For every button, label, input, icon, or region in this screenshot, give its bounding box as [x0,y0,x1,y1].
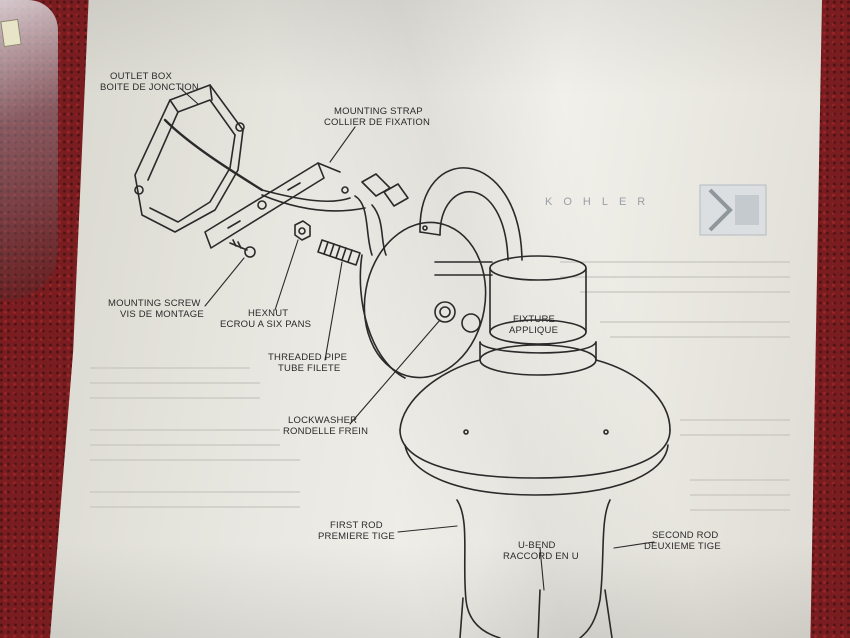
leader-lines [179,87,655,591]
label-lockwasher-en: LOCKWASHER [288,415,357,426]
label-mounting-screw-en: MOUNTING SCREW [108,298,201,309]
label-second-rod-en: SECOND ROD [652,530,718,541]
faint-background-text [90,261,790,511]
label-fixture-fr: APPLIQUE [509,325,558,336]
rods-drawing [456,499,613,638]
back-plate-drawing [359,221,493,379]
label-hexnut-fr: ECROU A SIX PANS [220,319,311,330]
label-threaded-pipe-en: THREADED PIPE [268,352,347,363]
label-threaded-pipe: THREADED PIPE TUBE FILETE [268,352,347,374]
label-outlet-box: OUTLET BOX BOITE DE JONCTION [100,71,199,93]
gooseneck-arm-drawing [419,167,523,261]
wires-drawing [261,173,409,256]
label-mounting-strap-en: MOUNTING STRAP [334,106,423,117]
label-first-rod: FIRST ROD PREMIERE TIGE [318,520,395,542]
label-fixture-en: FIXTURE [513,314,555,325]
logo-chevron-icon [708,188,733,232]
instruction-sheet [50,0,822,638]
label-mounting-screw-fr: VIS DE MONTAGE [120,309,204,320]
label-outlet-box-en: OUTLET BOX [110,71,172,82]
label-outlet-box-fr: BOITE DE JONCTION [100,82,199,93]
label-hexnut: HEXNUT ECROU A SIX PANS [220,308,311,330]
label-mounting-screw: MOUNTING SCREW VIS DE MONTAGE [108,298,204,320]
label-second-rod: SECOND ROD DEUXIEME TIGE [644,530,721,552]
brand-name: KOHLER [545,196,656,208]
hexnut-drawing [294,220,311,241]
label-first-rod-fr: PREMIERE TIGE [318,531,395,542]
label-mounting-strap: MOUNTING STRAP COLLIER DE FIXATION [324,106,430,128]
label-lockwasher: LOCKWASHER RONDELLE FREIN [283,415,368,437]
mounting-screw-drawing [229,239,256,258]
threaded-pipe-drawing [317,239,361,266]
mounting-strap-drawing [204,162,341,249]
label-u-bend-en: U-BEND [518,540,556,551]
label-u-bend: U-BEND RACCORD EN U [503,540,579,562]
logo-block [735,195,759,225]
label-second-rod-fr: DEUXIEME TIGE [644,541,721,552]
label-mounting-strap-fr: COLLIER DE FIXATION [324,117,430,128]
fixture-drawing [399,255,671,496]
label-threaded-pipe-fr: TUBE FILETE [278,363,340,374]
label-first-rod-en: FIRST ROD [330,520,383,531]
label-u-bend-fr: RACCORD EN U [503,551,579,562]
kohler-logo: KOHLER [545,184,767,236]
plastic-bag [0,0,58,300]
label-lockwasher-fr: RONDELLE FREIN [283,426,368,437]
label-hexnut-en: HEXNUT [248,308,288,319]
outlet-box-drawing [134,84,264,233]
label-fixture: FIXTURE APPLIQUE [509,314,558,336]
